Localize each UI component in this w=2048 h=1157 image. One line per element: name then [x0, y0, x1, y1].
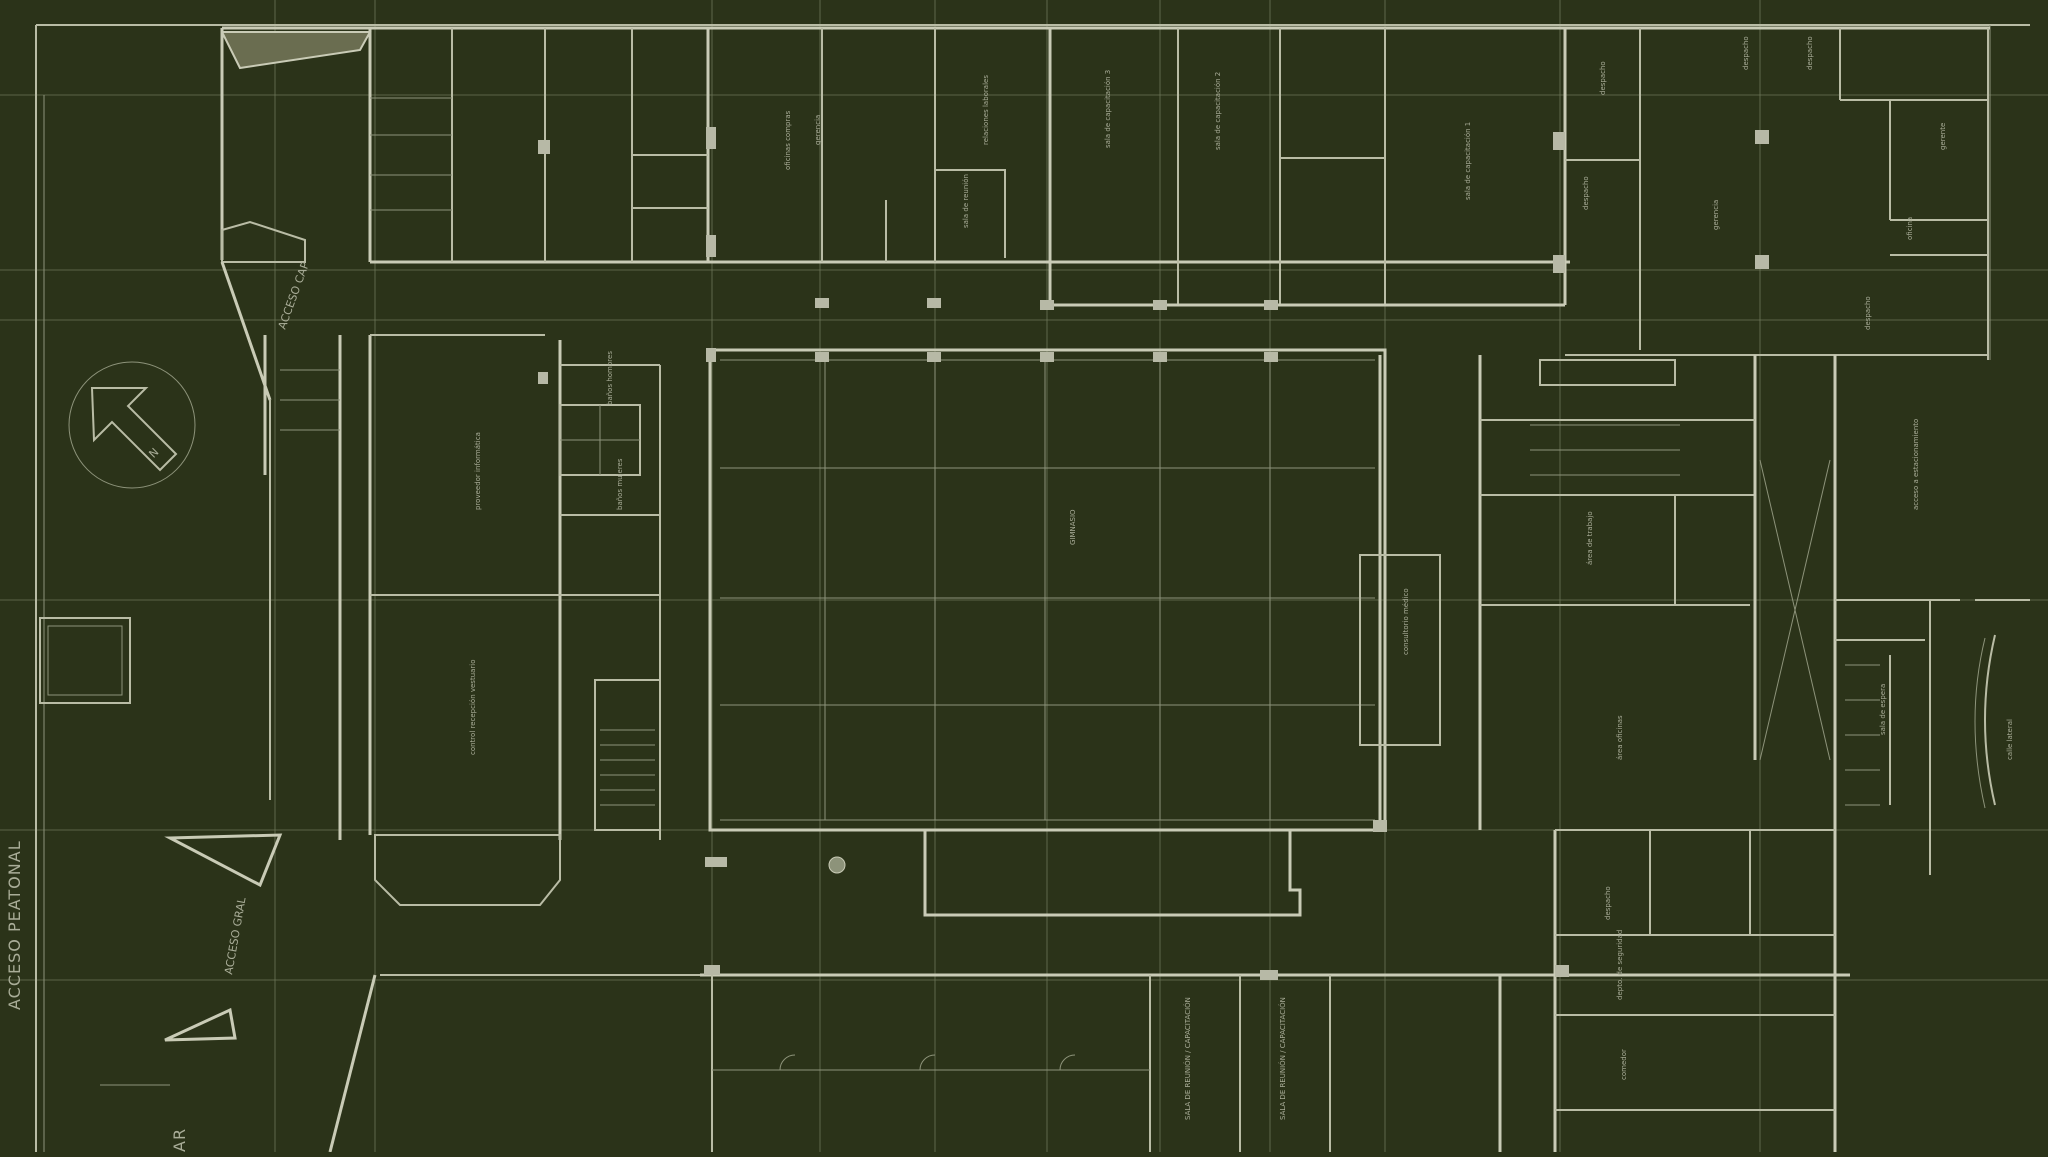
sala-capacitacion-3-label: sala de capacitación 3: [1104, 70, 1112, 148]
despacho-4-label: despacho: [1582, 176, 1590, 210]
gerente-label: gerente: [1939, 123, 1947, 150]
despacho-6-label: despacho: [1604, 886, 1612, 920]
consultorio-label: consultorio médico: [1402, 588, 1410, 655]
despacho-5-label: despacho: [1864, 296, 1872, 330]
control-recepcion-label: control recepción vestuario: [469, 659, 477, 755]
acceso-peatonal-label: ACCESO PEATONAL: [5, 840, 24, 1010]
south-wing: [100, 829, 1850, 1153]
despacho-2-label: despacho: [1742, 36, 1750, 70]
gym-label: GIMNASIO: [1069, 509, 1077, 545]
calle-label: calle lateral: [2006, 719, 2014, 760]
proveedor-informatica-label: proveedor informática: [474, 432, 482, 510]
relaciones-laborales-label: relaciones laborales: [982, 75, 990, 145]
sala-reunion-label: sala de reunión: [962, 174, 970, 228]
gerencia-label: gerencia: [814, 115, 822, 145]
north-wing: [220, 26, 1990, 360]
sala-capacitacion-1-label: sala de capacitación 1: [1464, 122, 1472, 200]
ar-label: AR: [170, 1128, 189, 1152]
comedor-label: comedor: [1620, 1049, 1628, 1080]
banos-hombres-label: baños hombres: [606, 351, 614, 405]
despacho-1-label: despacho: [1599, 61, 1607, 95]
sala-reunion-1-label: SALA DE REUNIÓN / CAPACITACIÓN: [1183, 997, 1192, 1120]
banos-mujeres-label: baños mujeres: [616, 458, 624, 510]
sala-espera-label: sala de espera: [1879, 684, 1887, 735]
gerencia-2-label: gerencia: [1712, 200, 1720, 230]
oficina-label: oficina: [1906, 217, 1914, 240]
despacho-3-label: despacho: [1806, 36, 1814, 70]
depto-seguridad-label: depto. de seguridad: [1616, 930, 1624, 1000]
west-wing: [164, 261, 661, 1042]
sala-capacitacion-2-label: sala de capacitación 2: [1214, 72, 1222, 150]
sala-reunion-2-label: SALA DE REUNIÓN / CAPACITACIÓN: [1278, 997, 1287, 1120]
columns: [538, 127, 1769, 980]
acceso-estacionamiento-label: acceso a estacionamiento: [1912, 419, 1920, 510]
area-de-trabajo-label: área de trabajo: [1586, 511, 1594, 565]
area-oficinas-label: área oficinas: [1616, 715, 1624, 760]
oficinas-compras-label: oficinas compras: [784, 110, 792, 170]
site-boundary: [35, 24, 2030, 1152]
east-wing: [1359, 355, 2030, 1152]
